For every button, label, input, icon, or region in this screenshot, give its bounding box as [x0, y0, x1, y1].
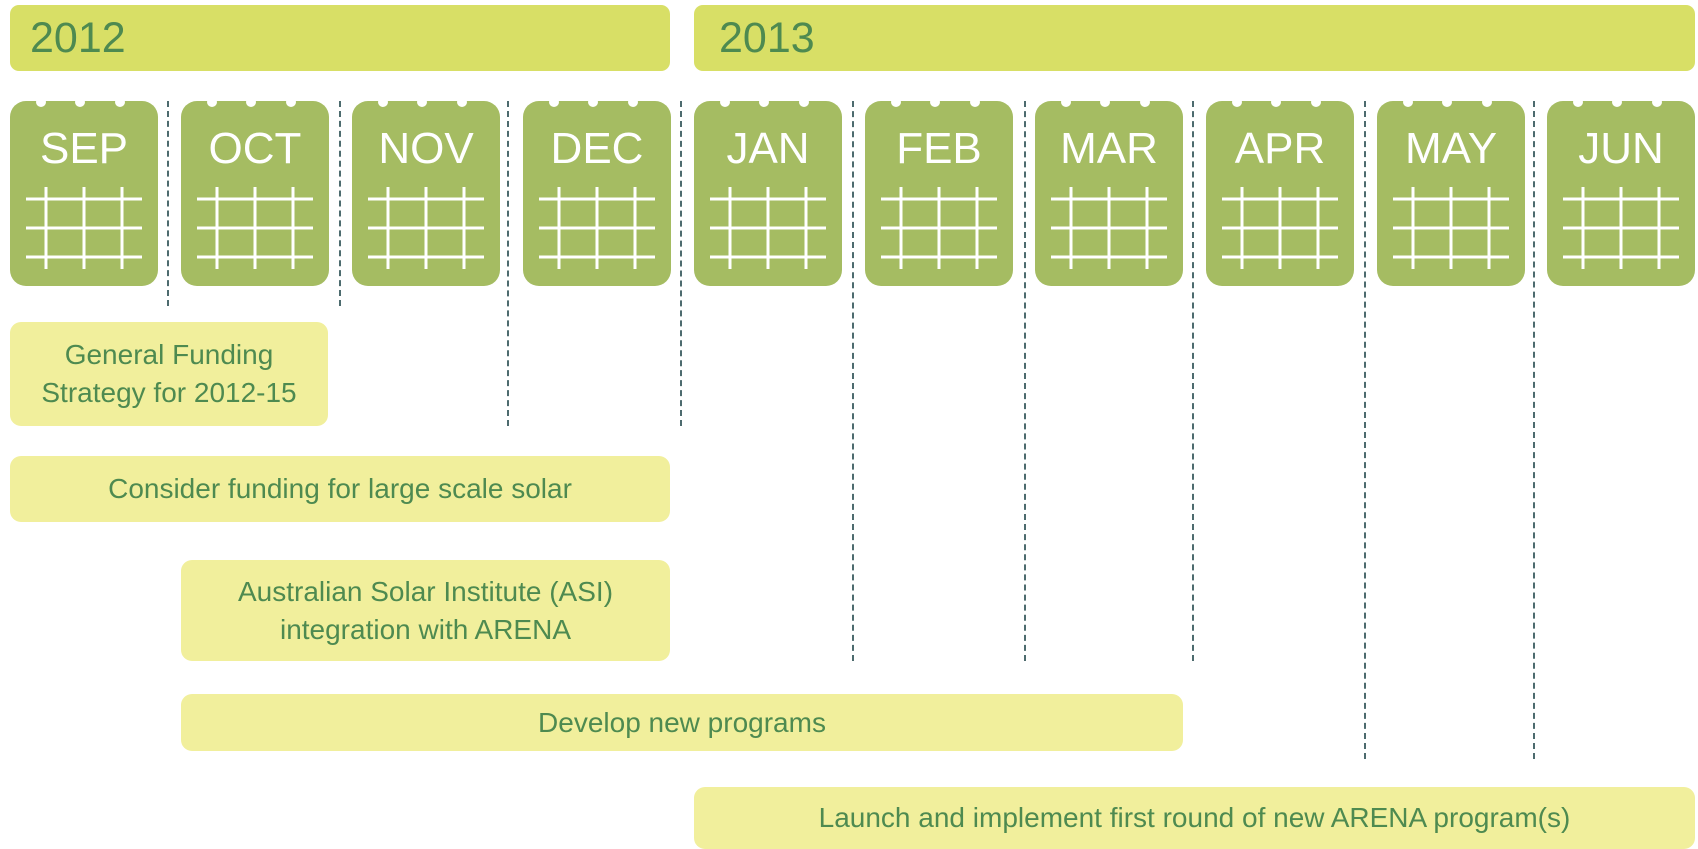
calendar-grid-icon — [1222, 187, 1338, 269]
calendar-grid-icon — [539, 187, 655, 269]
binder-ring-icon — [588, 87, 598, 107]
month-label: MAY — [1404, 124, 1498, 173]
task-launch-first-round: Launch and implement first round of new … — [694, 787, 1695, 849]
binder-ring-icon — [891, 87, 901, 107]
binder-ring-icon — [246, 87, 256, 107]
binder-ring-icon — [549, 87, 559, 107]
year-label: 2012 — [30, 14, 126, 62]
month-label: SEP — [39, 124, 129, 173]
binder-ring-icon — [286, 87, 296, 107]
binder-ring-icon — [1652, 87, 1662, 107]
task-general-funding-strategy: General Funding Strategy for 2012-15 — [10, 322, 328, 426]
month-label: DEC — [550, 124, 644, 173]
binder-ring-icon — [1442, 87, 1452, 107]
binder-ring-icon — [36, 87, 46, 107]
binder-ring-icon — [378, 87, 388, 107]
month-label: OCT — [208, 124, 302, 173]
binder-ring-icon — [970, 87, 980, 107]
calendar-grid-icon — [1393, 187, 1509, 269]
calendar-grid-icon — [710, 187, 826, 269]
binder-ring-icon — [1612, 87, 1622, 107]
binder-ring-icon — [1403, 87, 1413, 107]
divider-apr-may — [1364, 101, 1366, 759]
month-card-jan: JAN — [694, 87, 842, 286]
month-card-mar: MAR — [1035, 87, 1183, 286]
task-asi-integration: Australian Solar Institute (ASI) integra… — [181, 560, 670, 661]
calendar-grid-icon — [197, 187, 313, 269]
binder-ring-icon — [1271, 87, 1281, 107]
month-card-oct: OCT — [181, 87, 329, 286]
year-bar-2012: 2012 — [10, 5, 670, 71]
month-label: MAR — [1060, 124, 1158, 173]
month-card-may: MAY — [1377, 87, 1525, 286]
month-label: NOV — [378, 124, 474, 173]
calendar-grid-icon — [881, 187, 997, 269]
binder-ring-icon — [1482, 87, 1492, 107]
task-develop-new-programs: Develop new programs — [181, 694, 1183, 751]
binder-ring-icon — [417, 87, 427, 107]
binder-ring-icon — [1061, 87, 1071, 107]
binder-ring-icon — [1140, 87, 1150, 107]
binder-ring-icon — [75, 87, 85, 107]
divider-sep-oct — [167, 101, 169, 306]
binder-ring-icon — [457, 87, 467, 107]
binder-ring-icon — [799, 87, 809, 107]
binder-ring-icon — [720, 87, 730, 107]
month-card-feb: FEB — [865, 87, 1013, 286]
task-large-scale-solar: Consider funding for large scale solar — [10, 456, 670, 522]
binder-ring-icon — [207, 87, 217, 107]
calendar-grid-icon — [368, 187, 484, 269]
year-label: 2013 — [719, 14, 815, 62]
binder-ring-icon — [1311, 87, 1321, 107]
binder-ring-icon — [628, 87, 638, 107]
divider-dec-jan — [680, 101, 682, 426]
divider-may-jun — [1533, 101, 1535, 759]
divider-feb-mar — [1024, 101, 1026, 661]
month-label: FEB — [896, 124, 982, 173]
divider-mar-apr — [1192, 101, 1194, 661]
year-bar-2013: 2013 — [694, 5, 1695, 71]
month-card-apr: APR — [1206, 87, 1354, 286]
month-label: JUN — [1578, 124, 1664, 173]
binder-ring-icon — [930, 87, 940, 107]
month-card-sep: SEP — [10, 87, 158, 286]
divider-jan-feb — [852, 101, 854, 661]
calendar-grid-icon — [1563, 187, 1679, 269]
binder-ring-icon — [1573, 87, 1583, 107]
divider-oct-nov — [339, 101, 341, 306]
calendar-grid-icon — [26, 187, 142, 269]
binder-ring-icon — [1232, 87, 1242, 107]
binder-ring-icon — [115, 87, 125, 107]
calendar-grid-icon — [1051, 187, 1167, 269]
month-label: JAN — [726, 124, 810, 173]
month-card-nov: NOV — [352, 87, 500, 286]
binder-ring-icon — [759, 87, 769, 107]
month-label: APR — [1234, 124, 1326, 173]
binder-ring-icon — [1100, 87, 1110, 107]
month-card-jun: JUN — [1547, 87, 1695, 286]
divider-nov-dec — [507, 101, 509, 426]
month-card-dec: DEC — [523, 87, 671, 286]
